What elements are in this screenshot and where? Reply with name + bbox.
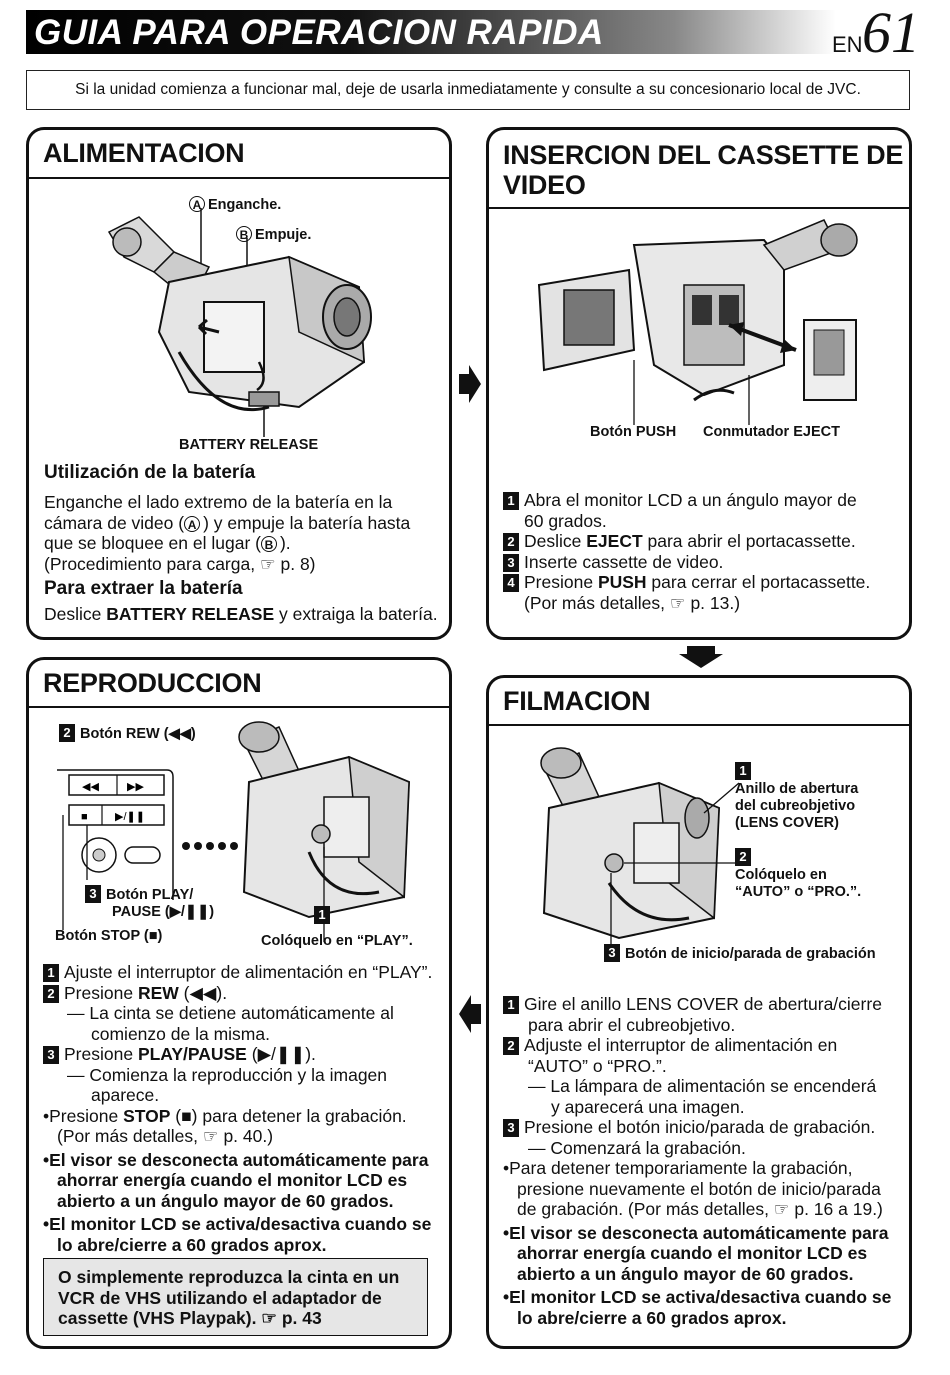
arrow-left-icon — [459, 995, 481, 1033]
control-buttons-illustration: ◀◀ ▶▶ ■ ▶/❚❚ — [57, 769, 174, 930]
divider — [29, 177, 449, 179]
divider — [489, 207, 909, 209]
reproduccion-title: REPRODUCCION — [43, 668, 262, 698]
battery-remove-text: Deslice BATTERY RELEASE y extraiga la ba… — [44, 604, 438, 624]
svg-text:◀◀: ◀◀ — [82, 781, 99, 793]
divider — [29, 706, 449, 708]
warning-notice: Si la unidad comienza a funcionar mal, d… — [26, 70, 910, 110]
camcorder-battery-illustration — [107, 208, 372, 437]
marker-play-set: 1 — [314, 906, 335, 925]
battery-use-text: Enganche el lado extremo de la batería e… — [44, 492, 411, 574]
label-lens-cover: 1 Anillo de abertura del cubreobjetivo (… — [735, 762, 859, 831]
page-title: GUIA PARA OPERACION RAPIDA — [34, 13, 604, 52]
label-battery-release: BATTERY RELEASE — [179, 437, 319, 453]
camcorder-recording-illustration — [540, 747, 740, 958]
label-eject-switch: Conmutador EJECT — [703, 424, 840, 440]
svg-text:▶/❚❚: ▶/❚❚ — [115, 811, 145, 823]
camcorder-playback-illustration — [238, 721, 411, 942]
dotted-leader — [182, 842, 238, 850]
page-number: 61 — [862, 0, 920, 65]
filmacion-title: FILMACION — [503, 686, 651, 716]
label-stop-button: Botón STOP (■) — [55, 928, 163, 944]
subheading-extraer: Para extraer la batería — [44, 578, 243, 599]
panel-insercion: INSERCION DEL CASSETTE DE VIDEO Botón PU… — [486, 127, 912, 640]
header-banner: GUIA PARA OPERACION RAPIDA — [26, 10, 836, 54]
subheading-utilizacion: Utilización de la batería — [44, 462, 256, 483]
svg-text:■: ■ — [81, 811, 88, 823]
divider — [489, 724, 909, 726]
label-power-switch: 2 Colóquelo en “AUTO” o “PRO.”. — [735, 848, 862, 900]
language-label: EN — [832, 32, 863, 57]
label-set-play: Colóquelo en “PLAY”. — [261, 933, 413, 949]
arrow-right-icon — [459, 365, 481, 403]
label-push-button: Botón PUSH — [590, 424, 677, 440]
alimentacion-title: ALIMENTACION — [43, 138, 245, 168]
cassette-insertion-illustration — [537, 219, 858, 425]
svg-text:▶▶: ▶▶ — [127, 781, 144, 793]
insercion-title: INSERCION DEL CASSETTE DE VIDEO — [503, 140, 904, 200]
arrow-down-icon — [679, 646, 723, 668]
panel-filmacion: FILMACION 1 Anillo de abertura del cubre… — [486, 675, 912, 1349]
vhs-playpak-note: O simplemente reproduzca la cinta en un … — [43, 1258, 428, 1336]
